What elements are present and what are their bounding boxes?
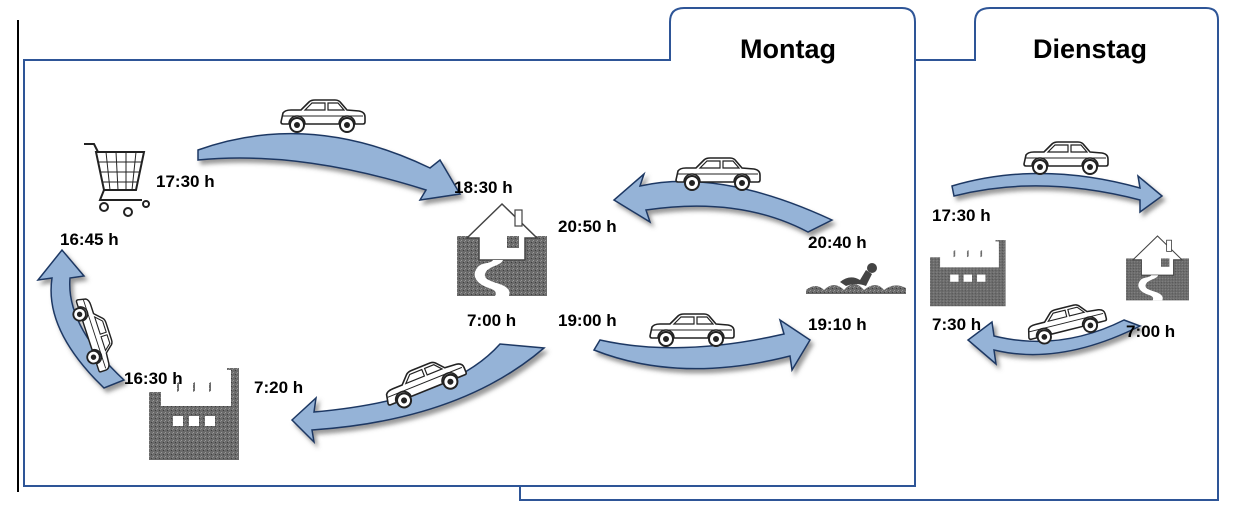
factory-icon <box>930 240 1006 307</box>
time-label: 17:30 h <box>932 206 991 225</box>
tuesday-frame <box>519 7 1219 501</box>
monday-label: Montag <box>740 34 836 64</box>
time-label: 20:40 h <box>808 233 867 252</box>
time-label: 7:00 h <box>1126 322 1175 341</box>
time-label: 18:30 h <box>454 178 513 197</box>
time-label: 19:00 h <box>558 311 617 330</box>
arrow-home-to-swim <box>592 318 812 373</box>
car-icon <box>1023 141 1109 175</box>
time-label: 7:20 h <box>254 378 303 397</box>
time-label: 19:10 h <box>808 315 867 334</box>
time-label: 17:30 h <box>156 172 215 191</box>
swimmer-icon <box>806 263 906 294</box>
house-icon <box>1125 235 1190 301</box>
arrow-tue-home-to-work <box>966 319 1142 366</box>
arrow-tue-work-to-home <box>951 172 1164 214</box>
time-label: 7:00 h <box>467 311 516 330</box>
arrow-swim-to-home <box>612 171 834 233</box>
shopping-cart-icon <box>84 143 150 217</box>
time-label: 16:45 h <box>60 230 119 249</box>
tuesday-label: Dienstag <box>1033 34 1147 64</box>
time-labels: 17:30 h 16:45 h 16:30 h 7:20 h 18:30 h 7… <box>60 172 1175 397</box>
time-label: 16:30 h <box>124 369 183 388</box>
time-label: 7:30 h <box>932 315 981 334</box>
time-label: 20:50 h <box>558 217 617 236</box>
arrow-shop-to-home <box>197 133 462 201</box>
